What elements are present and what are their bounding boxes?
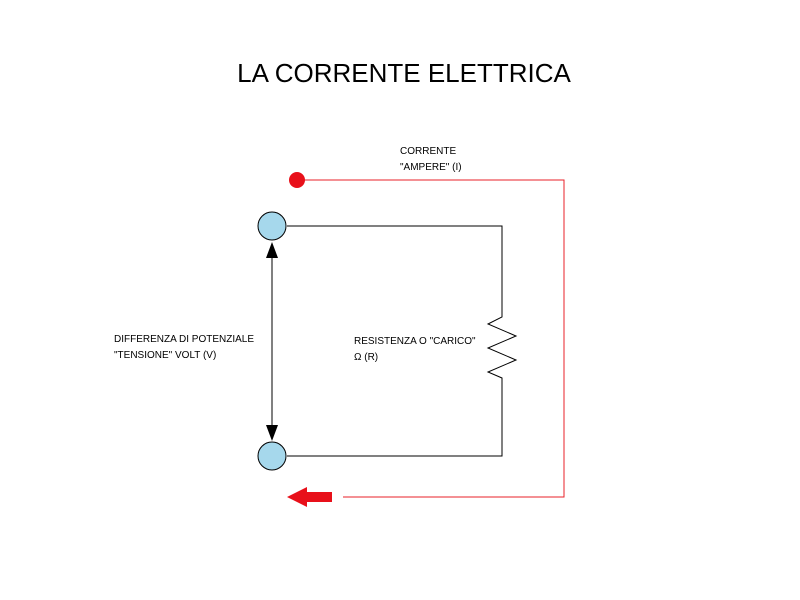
current-label-line2: "AMPERE" (I) <box>400 162 462 173</box>
voltage-label-line2: "TENSIONE" VOLT (V) <box>114 350 217 361</box>
voltage-arrow-down-icon <box>266 425 278 441</box>
circuit-wire-top <box>287 225 503 310</box>
current-label: CORRENTE "AMPERE" (I) <box>400 144 462 176</box>
resistance-label-line1: RESISTENZA O "CARICO" <box>354 336 476 347</box>
terminal-bottom-icon <box>257 441 287 471</box>
voltage-label: DIFFERENZA DI POTENZIALE "TENSIONE" VOLT… <box>114 332 254 364</box>
terminal-top-icon <box>257 211 287 241</box>
resistor-icon <box>486 310 518 384</box>
resistance-label: RESISTENZA O "CARICO" Ω (R) <box>354 334 476 366</box>
voltage-arrow-up-icon <box>266 242 278 258</box>
current-label-line1: CORRENTE <box>400 146 457 157</box>
circuit-wire-bottom <box>287 384 503 457</box>
voltage-label-line1: DIFFERENZA DI POTENZIALE <box>114 334 255 345</box>
current-dot <box>289 172 305 188</box>
resistance-label-line2: Ω (R) <box>354 352 379 363</box>
current-path <box>300 179 565 498</box>
page-title: LA CORRENTE ELETTRICA <box>237 58 571 88</box>
flow-arrow-icon <box>287 487 332 507</box>
